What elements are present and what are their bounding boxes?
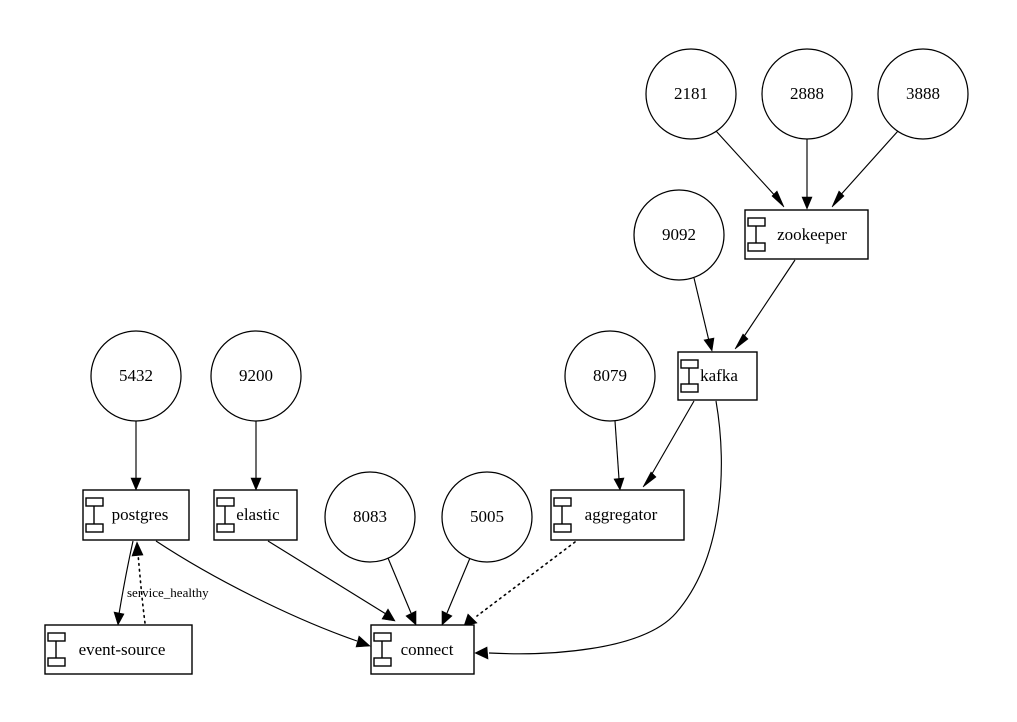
component-label-connect: connect [401,640,454,659]
edge-elastic-to-connect [267,540,396,622]
component-tab-upper-aggregator [553,497,572,507]
port-circle-2181[interactable] [645,48,737,140]
component-node-postgres[interactable]: postgres [82,489,190,541]
component-nodes-layer: zookeeper kafka postgres [44,209,869,675]
edge-labels-layer: service_healthy [127,585,209,600]
component-label-event-source: event-source [79,640,166,659]
port-label-9092: 9092 [662,225,696,244]
component-tab-lower-postgres [85,523,104,533]
component-tab-upper-postgres [85,497,104,507]
port-label-8083: 8083 [353,507,387,526]
component-label-aggregator: aggregator [585,505,658,524]
port-circle-2888[interactable] [761,48,853,140]
component-node-zookeeper[interactable]: zookeeper [744,209,869,260]
component-label-kafka: kafka [700,366,738,385]
edge-9092-to-kafka [693,277,715,352]
component-label-elastic: elastic [236,505,280,524]
component-box-event-source[interactable] [44,624,193,675]
component-tab-upper-connect [373,632,392,642]
port-label-9200: 9200 [239,366,273,385]
edge-2888-to-zookeeper [801,139,813,210]
component-box-aggregator[interactable] [550,489,685,541]
edge-8083-to-connect [387,557,417,626]
component-tab-lower-elastic [216,523,235,533]
port-label-8079: 8079 [593,366,627,385]
component-node-aggregator[interactable]: aggregator [550,489,685,541]
edge-2181-to-zookeeper [715,130,785,208]
edge-8079-to-aggregator [613,420,625,491]
component-tab-upper-kafka [680,359,699,369]
edge-5432-to-postgres [130,421,142,491]
edge-label-service-healthy: service_healthy [127,585,209,600]
component-tab-upper-elastic [216,497,235,507]
port-node-2181[interactable]: 2181 [645,48,737,140]
port-circle-8079[interactable] [564,330,656,422]
port-nodes-layer: 2181 2888 3888 9092 5432 9200 [90,48,969,563]
port-node-5005[interactable]: 5005 [441,471,533,563]
component-tab-lower-event-source [47,657,66,667]
component-tab-lower-zookeeper [747,242,766,252]
port-node-8079[interactable]: 8079 [564,330,656,422]
component-node-kafka[interactable]: kafka [677,351,758,401]
port-node-8083[interactable]: 8083 [324,471,416,563]
port-label-5432: 5432 [119,366,153,385]
port-circle-5005[interactable] [441,471,533,563]
component-node-connect[interactable]: connect [370,624,475,675]
edge-9200-to-elastic [250,421,262,491]
port-node-5432[interactable]: 5432 [90,330,182,422]
port-circle-9092[interactable] [633,189,725,281]
port-circle-8083[interactable] [324,471,416,563]
edge-kafka-to-connect [474,400,722,660]
port-label-5005: 5005 [470,507,504,526]
component-tab-lower-connect [373,657,392,667]
component-label-zookeeper: zookeeper [777,225,847,244]
edge-zookeeper-to-kafka [734,259,796,350]
port-node-9092[interactable]: 9092 [633,189,725,281]
component-node-event-source[interactable]: event-source [44,624,193,675]
port-circle-9200[interactable] [210,330,302,422]
component-tab-lower-aggregator [553,523,572,533]
component-tab-lower-kafka [680,383,699,393]
edge-5005-to-connect [441,557,471,626]
port-label-3888: 3888 [906,84,940,103]
port-circle-5432[interactable] [90,330,182,422]
component-tab-upper-zookeeper [747,217,766,227]
edge-3888-to-zookeeper [831,130,899,208]
component-tab-upper-event-source [47,632,66,642]
component-label-postgres: postgres [112,505,169,524]
edge-postgres-to-connect [155,540,371,648]
edge-postgres-to-event-source [113,540,134,626]
port-node-9200[interactable]: 9200 [210,330,302,422]
port-label-2181: 2181 [674,84,708,103]
edge-event-source-to-postgres [131,541,146,624]
component-node-elastic[interactable]: elastic [213,489,298,541]
edge-kafka-to-aggregator [642,400,695,488]
port-label-2888: 2888 [790,84,824,103]
port-node-3888[interactable]: 3888 [877,48,969,140]
port-node-2888[interactable]: 2888 [761,48,853,140]
edges-layer [113,130,899,660]
port-circle-3888[interactable] [877,48,969,140]
